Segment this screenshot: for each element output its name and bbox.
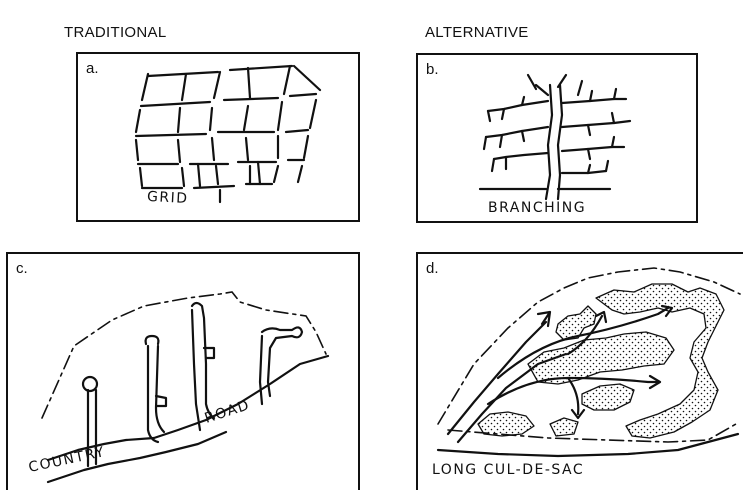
panel-grid: a. GRID bbox=[76, 52, 360, 222]
wooded-areas bbox=[478, 284, 724, 438]
panel-branching: b. BRANCHING bbox=[416, 53, 698, 223]
alternative-heading: ALTERNATIVE bbox=[425, 24, 529, 41]
grid-label: GRID bbox=[147, 189, 189, 207]
cul-de-sac-sketch bbox=[418, 254, 743, 492]
grid-street-sketch bbox=[78, 54, 362, 224]
traditional-heading: TRADITIONAL bbox=[64, 24, 166, 41]
panel-country-road: c. COUNTRY ROAD bbox=[6, 252, 360, 490]
branching-label: BRANCHING bbox=[488, 200, 586, 216]
panel-long-cul-de-sac: d. LONG CUL-DE-SAC bbox=[416, 252, 743, 490]
cul-de-sac-label: LONG CUL-DE-SAC bbox=[432, 462, 584, 478]
